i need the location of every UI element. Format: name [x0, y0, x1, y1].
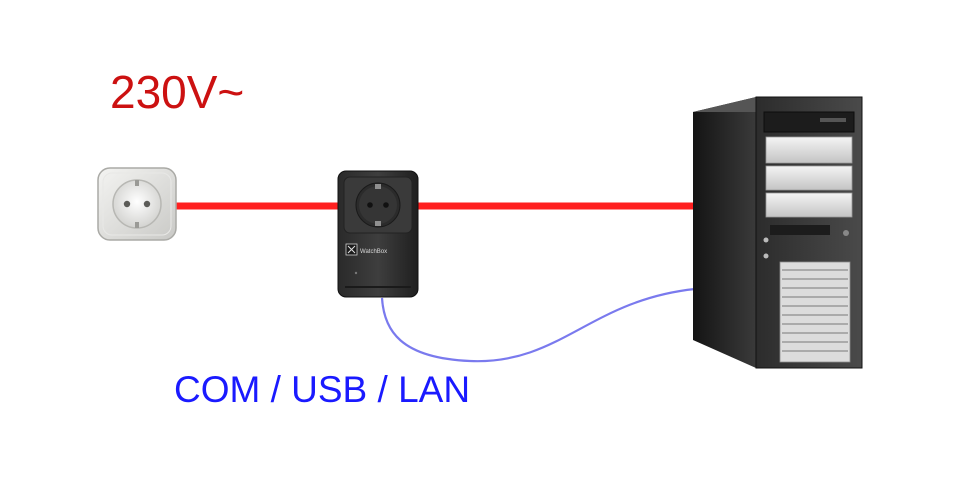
- watchbox-device-icon: [337, 170, 419, 298]
- voltage-label: 230V~: [110, 66, 245, 118]
- pc-vent-grille: [782, 269, 848, 352]
- wall-socket-icon: [97, 167, 177, 241]
- pc-tower-icon: [693, 96, 863, 369]
- watchbox-logo-icon: [345, 243, 358, 256]
- device-brand-label: WatchBox: [360, 249, 388, 255]
- interface-label: COM / USB / LAN: [174, 369, 471, 410]
- data-cable: [380, 287, 696, 363]
